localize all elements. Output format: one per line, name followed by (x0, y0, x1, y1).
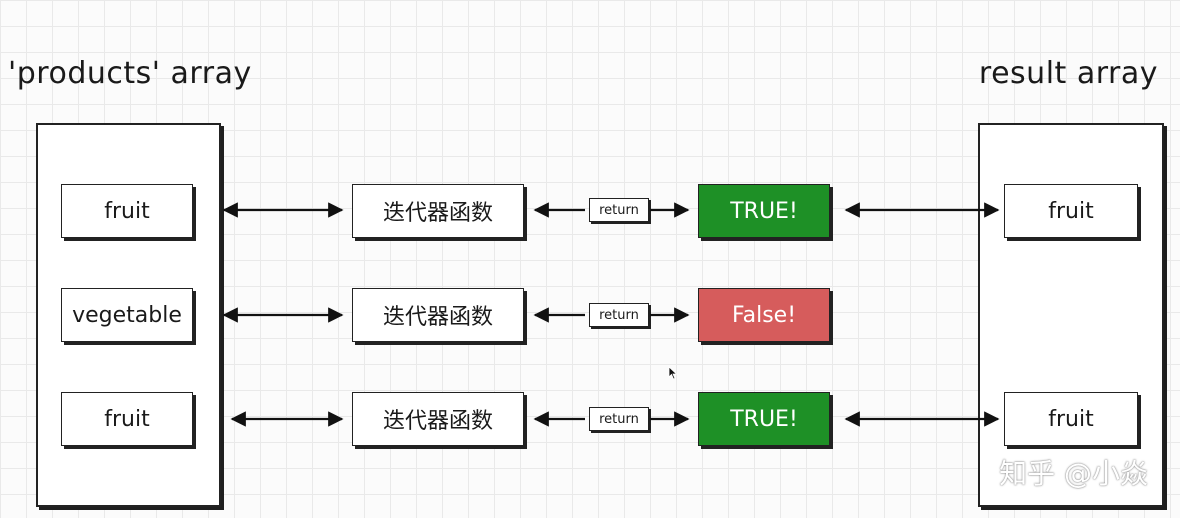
iterator-function-box: 迭代器函数 (352, 392, 524, 446)
watermark: 知乎 @小焱 (999, 457, 1148, 490)
product-item: vegetable (61, 288, 193, 342)
false-outcome-box: False! (698, 288, 830, 342)
return-label: return (589, 407, 649, 431)
true-outcome-box: TRUE! (698, 184, 830, 238)
true-outcome-box: TRUE! (698, 392, 830, 446)
result-item: fruit (1004, 392, 1138, 446)
return-label: return (589, 198, 649, 222)
mouse-pointer-icon (668, 366, 678, 380)
iterator-function-box: 迭代器函数 (352, 288, 524, 342)
product-item: fruit (61, 392, 193, 446)
return-label: return (589, 303, 649, 327)
products-array-heading: 'products' array (8, 56, 252, 91)
iterator-function-box: 迭代器函数 (352, 184, 524, 238)
result-array-heading: result array (978, 56, 1158, 91)
result-item: fruit (1004, 184, 1138, 238)
product-item: fruit (61, 184, 193, 238)
